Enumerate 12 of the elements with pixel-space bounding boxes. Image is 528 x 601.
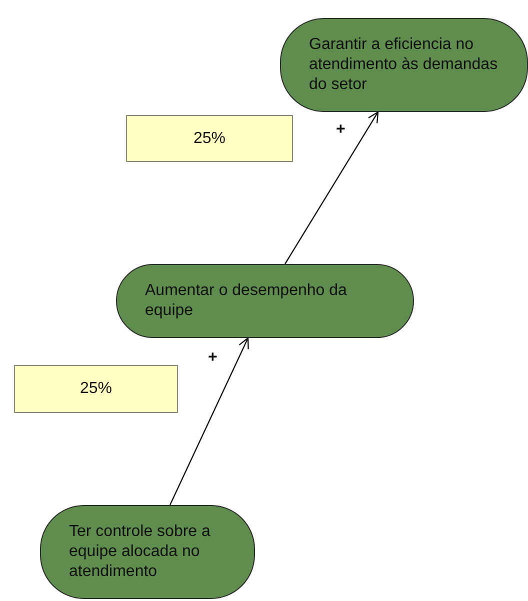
arrow	[284, 111, 379, 264]
edge-label: +	[336, 122, 346, 138]
percentage-box	[126, 115, 293, 162]
node-text: Ter controle sobre a equipe alocada no atendimento	[69, 523, 210, 580]
arrow	[169, 337, 249, 506]
node-text: 25%	[193, 130, 226, 146]
node-text: Garantir a eficiencia no atendimento às demandas do setor	[309, 36, 498, 93]
node-text: Aumentar o desempenho da equipe	[145, 282, 347, 319]
edge-label: +	[208, 350, 218, 366]
percentage-box	[14, 365, 178, 413]
goal-node	[280, 18, 528, 112]
node-text: 25%	[80, 380, 112, 397]
